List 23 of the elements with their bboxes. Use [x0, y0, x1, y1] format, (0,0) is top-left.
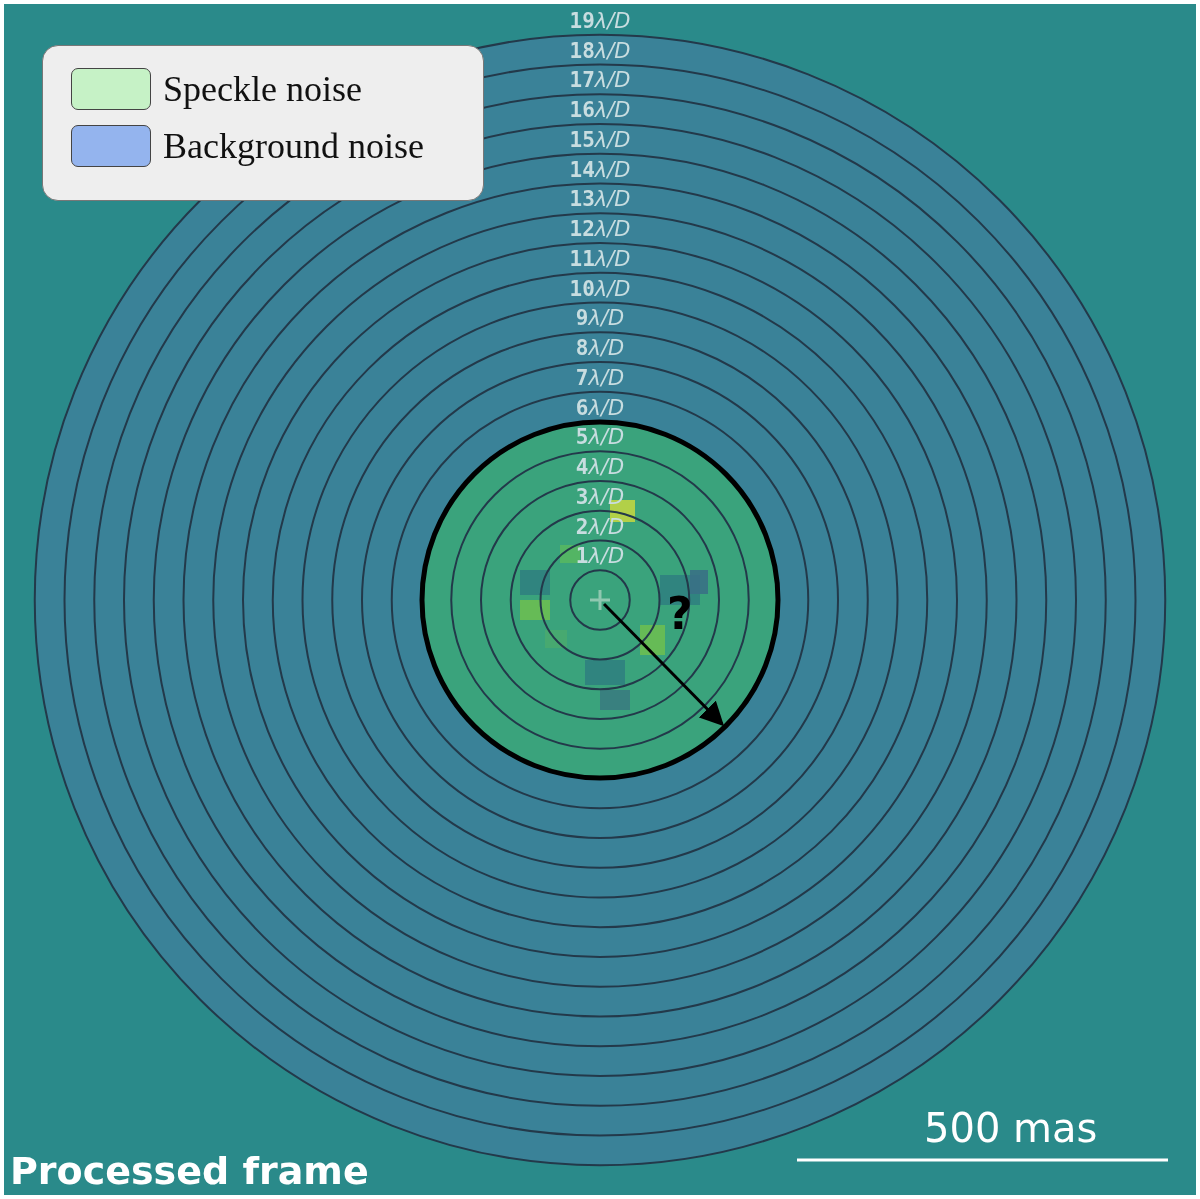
ring-label: 1λ/D — [575, 545, 625, 567]
ring-label: 8λ/D — [575, 337, 625, 359]
ring-label: 12λ/D — [569, 218, 631, 240]
ring-label: 5λ/D — [575, 426, 625, 448]
ring-label: 10λ/D — [569, 278, 631, 299]
ring-label: 11λ/D — [569, 248, 631, 270]
ring-label: 18λ/D — [569, 40, 631, 61]
ring-label: 14λ/D — [569, 159, 631, 180]
ring-label: 9λ/D — [575, 307, 625, 329]
ring-label: 15λ/D — [569, 129, 631, 151]
ring-label: 16λ/D — [569, 99, 631, 121]
ring-label: 7λ/D — [575, 367, 625, 389]
ring-label: 13λ/D — [569, 188, 631, 210]
ring-label: 2λ/D — [575, 516, 625, 537]
frame-title: Processed frame — [10, 1152, 369, 1190]
ring-label: 6λ/D — [575, 397, 625, 418]
ring-label: 3λ/D — [575, 486, 625, 508]
scale-label: 500 mas — [924, 1108, 1098, 1148]
ring-label: 17λ/D — [569, 69, 631, 91]
legend-label: Speckle noise — [163, 68, 362, 110]
ring-label: 19λ/D — [569, 10, 631, 32]
legend-label: Background noise — [163, 125, 424, 167]
ring-label: 4λ/D — [575, 456, 625, 478]
